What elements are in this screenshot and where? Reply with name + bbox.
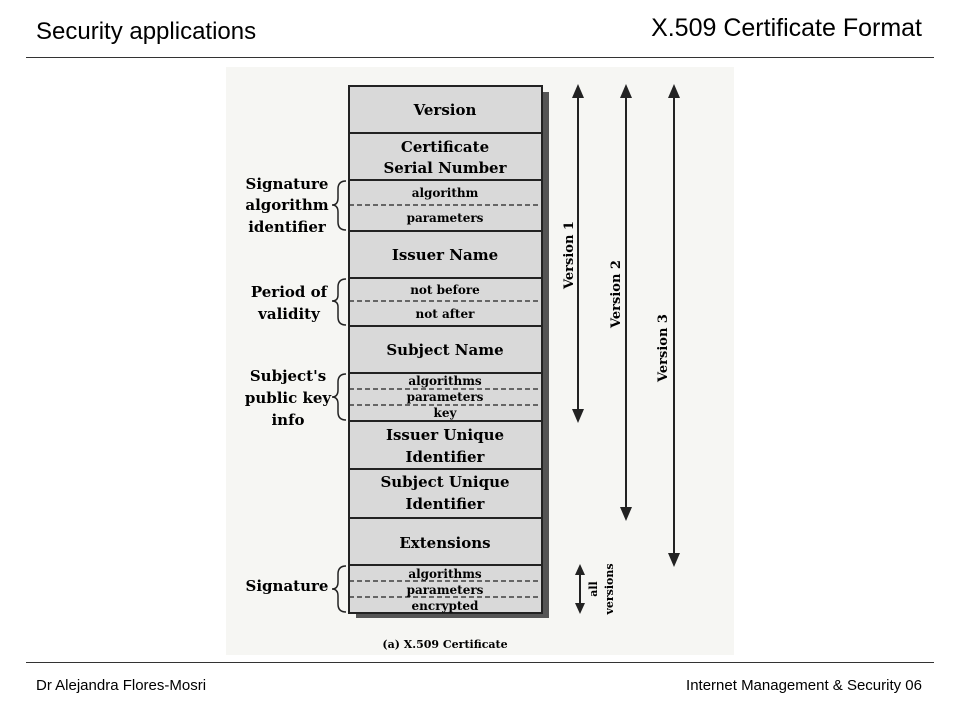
field-validity bbox=[348, 277, 543, 327]
label-version-3: Version 3 bbox=[656, 314, 671, 383]
side-label-period-line2: validity bbox=[257, 305, 321, 323]
label-pk-key: key bbox=[434, 406, 458, 420]
version3-arrow-down bbox=[668, 553, 680, 567]
label-subject-name: Subject Name bbox=[386, 341, 503, 359]
version1-arrow-up bbox=[572, 84, 584, 98]
label-sig-parameters: parameters bbox=[407, 211, 484, 225]
side-label-signature: Signature bbox=[246, 577, 329, 595]
label-issuer-name: Issuer Name bbox=[392, 246, 498, 264]
side-label-sig-alg-line2: algorithm bbox=[245, 196, 328, 214]
label-signature-parameters: parameters bbox=[407, 583, 484, 597]
label-not-after: not after bbox=[416, 307, 476, 321]
label-version-1: Version 1 bbox=[562, 221, 577, 290]
label-version-2: Version 2 bbox=[609, 260, 624, 329]
label-pk-parameters: parameters bbox=[407, 390, 484, 404]
label-signature-algorithms: algorithms bbox=[408, 567, 482, 581]
label-subject-uid-line1: Subject Unique bbox=[380, 473, 509, 491]
label-pk-algorithms: algorithms bbox=[408, 374, 482, 388]
version3-arrow-up bbox=[668, 84, 680, 98]
footer-divider bbox=[26, 662, 934, 663]
brace-validity bbox=[331, 278, 347, 326]
label-serial-line1: Certificate bbox=[401, 138, 489, 156]
slide-title: X.509 Certificate Format bbox=[651, 14, 922, 42]
all-versions-arrow-down bbox=[575, 603, 585, 614]
label-all-versions-line2: versions bbox=[603, 563, 616, 615]
side-label-period-line1: Period of bbox=[251, 283, 329, 301]
label-signature-encrypted: encrypted bbox=[412, 599, 480, 613]
block-shadow-right bbox=[541, 92, 549, 616]
slide-section-title: Security applications bbox=[36, 18, 257, 45]
block-shadow-bottom bbox=[356, 612, 549, 618]
label-extensions: Extensions bbox=[399, 534, 490, 552]
label-issuer-uid-line2: Identifier bbox=[406, 448, 486, 466]
side-label-sig-alg-line3: identifier bbox=[248, 218, 327, 236]
side-label-sig-alg-line1: Signature bbox=[246, 175, 329, 193]
label-version: Version bbox=[413, 101, 477, 119]
brace-signature bbox=[331, 565, 347, 613]
brace-subject-pk bbox=[331, 373, 347, 421]
field-extensions bbox=[348, 517, 543, 566]
side-label-subject-pk-line3: info bbox=[271, 411, 304, 429]
side-label-subject-pk-line2: public key bbox=[245, 389, 333, 407]
version2-arrow-up bbox=[620, 84, 632, 98]
field-issuer-name bbox=[348, 230, 543, 279]
version1-arrow-down bbox=[572, 409, 584, 423]
label-subject-uid-line2: Identifier bbox=[406, 495, 486, 513]
label-sig-algorithm: algorithm bbox=[412, 186, 479, 200]
field-serial-number bbox=[348, 132, 543, 181]
label-serial-line2: Serial Number bbox=[383, 159, 507, 177]
label-not-before: not before bbox=[410, 283, 480, 297]
field-subject-public-key bbox=[348, 372, 543, 422]
field-subject-unique-id bbox=[348, 468, 543, 519]
all-versions-arrow-up bbox=[575, 564, 585, 575]
header-divider bbox=[26, 57, 934, 58]
footer-course: Internet Management & Security 06 bbox=[686, 677, 922, 694]
side-label-subject-pk-line1: Subject's bbox=[250, 367, 326, 385]
brace-sig-alg bbox=[331, 180, 347, 231]
label-all-versions-line1: all bbox=[587, 581, 600, 597]
version2-arrow-down bbox=[620, 507, 632, 521]
field-subject-name bbox=[348, 325, 543, 374]
label-issuer-uid-line1: Issuer Unique bbox=[386, 426, 504, 444]
figure-caption: (a) X.509 Certificate bbox=[382, 638, 507, 651]
field-signature bbox=[348, 564, 543, 614]
field-version bbox=[348, 85, 543, 134]
footer-author: Dr Alejandra Flores-Mosri bbox=[36, 677, 207, 694]
